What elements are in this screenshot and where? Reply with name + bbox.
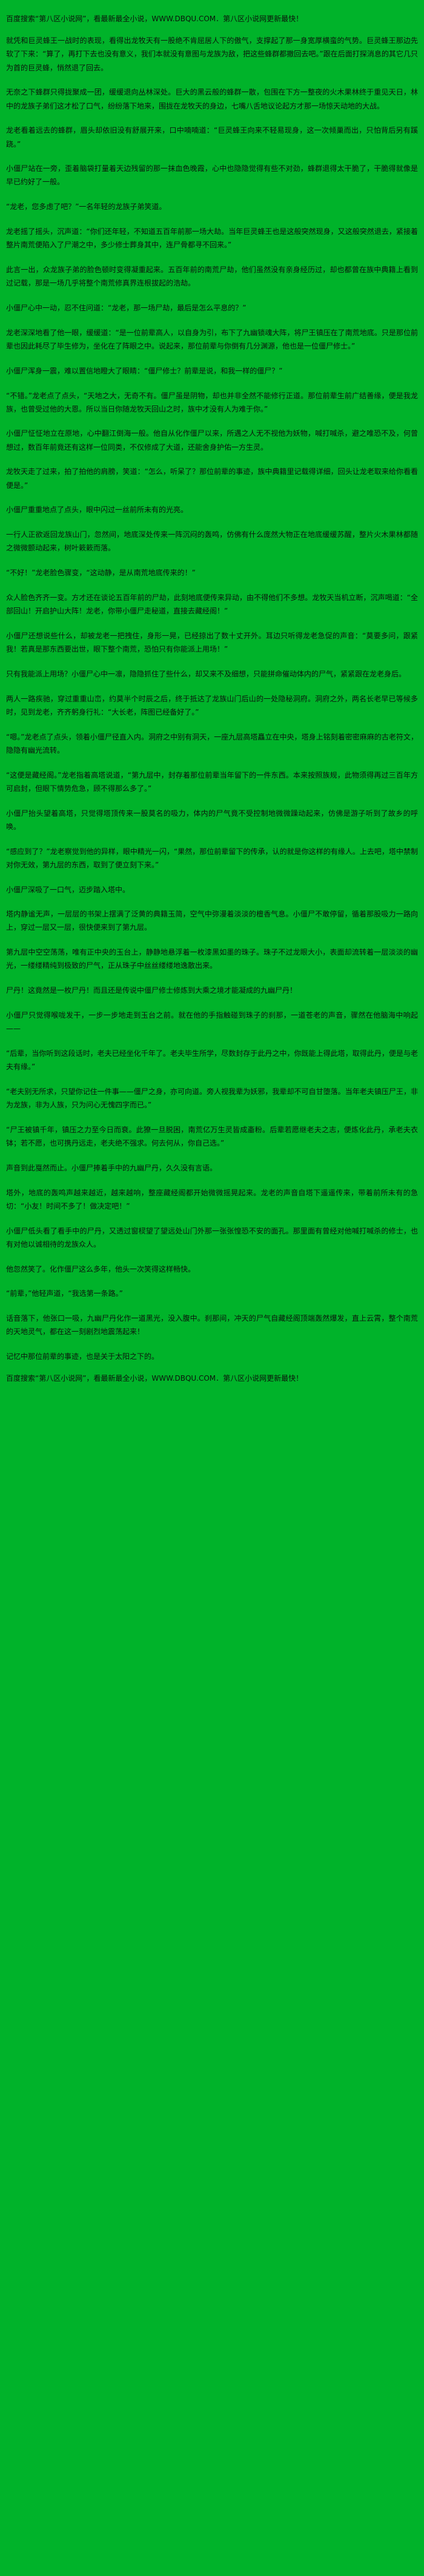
novel-paragraph: “龙老，您多虑了吧？”一名年轻的龙族子弟笑道。 xyxy=(6,202,167,212)
novel-paragraph: “嗯。”龙老点了点头，领着小僵尸径直入内。洞府之中别有洞天，一座九层高塔矗立在中… xyxy=(6,732,418,755)
novel-paragraph: 龙老摇了摇头，沉声道：“你们还年轻，不知道五百年前那一场大劫。当年巨灵蜂王也是这… xyxy=(6,227,418,250)
novel-paragraph: 此言一出，众龙族子弟的脸色顿时变得凝重起来。五百年前的南荒尸劫，他们虽然没有亲身… xyxy=(6,265,418,288)
novel-paragraph: 记忆中那位前辈的事迹，也是关于太阳之下的。 xyxy=(6,1352,159,1361)
novel-paragraph: 声音到此戛然而止。小僵尸捧着手中的九幽尸丹，久久没有言语。 xyxy=(6,1163,217,1172)
novel-paragraph: 两人一路疾驰，穿过重重山峦，约莫半个时辰之后，终于抵达了龙族山门后山的一处隐秘洞… xyxy=(6,694,418,716)
novel-paragraph: “尸王被镇千年，镇压之力至今日而衰。此獠一旦脱困，南荒亿万生灵皆成齑粉。后辈若愿… xyxy=(6,1125,418,1148)
novel-paragraph: “这便是藏经阁。”龙老指着高塔说道，“第九层中，封存着那位前辈当年留下的一件东西… xyxy=(6,770,418,793)
novel-paragraph: 无奈之下蜂群只得拢聚成一团，缓缓退向丛林深处。巨大的黑云般的蜂群一散，包围在下方… xyxy=(6,88,418,110)
novel-paragraph: 小僵尸站在一旁，歪着脑袋打量着天边残留的那一抹血色晚霞，心中也隐隐觉得有些不对劲… xyxy=(6,164,418,187)
novel-paragraph: “不好！”龙老脸色骤变，“这动静，是从南荒地底传来的！” xyxy=(6,569,196,578)
novel-content: 就凭和巨灵蜂王一战时的表现，看得出龙牧天有一股绝不肯屈居人下的傲气，支撑起了那一… xyxy=(6,34,418,1363)
novel-paragraph: 小僵尸还想说些什么，却被龙老一把拽住，身形一晃，已经掠出了数十丈开外。耳边只听得… xyxy=(6,631,418,654)
novel-paragraph: 塔外，地底的轰鸣声越来越近，越来越响，整座藏经阁都开始微微摇晃起来。龙老的声音自… xyxy=(6,1188,418,1210)
novel-paragraph: 龙老深深地看了他一眼，缓缓道：“是一位前辈高人，以自身为引，布下了九幽锁魂大阵，… xyxy=(6,328,418,350)
site-notice-top: 百度搜索“第八区小说网”，看最新最全小说，WWW.DBQU.COM．第八区小说网… xyxy=(6,15,303,23)
site-notice-bottom: 百度搜索“第八区小说网”，看最新最全小说，WWW.DBQU.COM．第八区小说网… xyxy=(6,1374,303,1383)
novel-paragraph: 塔内静谧无声，一层层的书架上摆满了泛黄的典籍玉简，空气中弥漫着淡淡的檀香气息。小… xyxy=(6,910,418,932)
novel-paragraph: 一行人正欲返回龙族山门，忽然间，地底深处传来一阵沉闷的轰鸣，仿佛有什么庞然大物正… xyxy=(6,530,418,553)
novel-paragraph: 小僵尸抬头望着高塔，只觉得塔顶传来一股莫名的吸力，体内的尸气竟不受控制地微微躁动… xyxy=(6,809,418,831)
novel-paragraph: 就凭和巨灵蜂王一战时的表现，看得出龙牧天有一股绝不肯屈居人下的傲气，支撑起了那一… xyxy=(6,36,418,72)
novel-paragraph: 小僵尸低头看了看手中的尸丹，又透过窗棂望了望远处山门外那一张张惶恐不安的面孔。那… xyxy=(6,1226,418,1249)
novel-paragraph: 小僵尸怔怔地立在原地，心中翻江倒海一般。他自从化作僵尸以来，所遇之人无不视他为妖… xyxy=(6,429,418,452)
novel-paragraph: 他忽然笑了。化作僵尸这么多年，他头一次笑得这样畅快。 xyxy=(6,1264,196,1273)
novel-paragraph: “后辈，当你听到这段话时，老夫已经坐化千年了。老夫毕生所学，尽数封存于此丹之中，… xyxy=(6,1049,418,1072)
novel-paragraph: 众人脸色齐齐一变。方才还在谈论五百年前的尸劫，此刻地底便传来异动，由不得他们不多… xyxy=(6,593,418,616)
novel-paragraph: 龙牧天走了过来，拍了拍他的肩膀，笑道：“怎么，听呆了？那位前辈的事迹，族中典籍里… xyxy=(6,467,418,490)
novel-paragraph: “不错。”龙老点了点头，“天地之大，无奇不有。僵尸虽是阴物，却也并非全然不能修行… xyxy=(6,391,418,413)
novel-paragraph: 龙老看着远去的蜂群，眉头却依旧没有舒展开来，口中喃喃道：“巨灵蜂王向来不轻易现身… xyxy=(6,126,418,148)
novel-paragraph: “老夫别无所求，只望你记住一件事——僵尸之身，亦可向道。旁人视我辈为妖邪，我辈却… xyxy=(6,1087,418,1110)
novel-paragraph: 小僵尸心中一动，忍不住问道：“龙老，那一场尸劫，最后是怎么平息的？” xyxy=(6,303,247,312)
novel-paragraph: 小僵尸浑身一震，难以置信地瞪大了眼睛：“僵尸修士？前辈是说，和我一样的僵尸？” xyxy=(6,366,283,375)
novel-paragraph: 小僵尸重重地点了点头，眼中闪过一丝前所未有的光亮。 xyxy=(6,506,188,515)
novel-paragraph: 话音落下，他张口一吸，九幽尸丹化作一道黑光，没入腹中。刹那间，冲天的尸气自藏经阁… xyxy=(6,1314,418,1336)
novel-paragraph: 尸丹！这竟然是一枚尸丹！而且还是传说中僵尸修士修炼到大乘之境才能凝成的九幽尸丹！ xyxy=(6,986,297,995)
novel-paragraph: “前辈，”他轻声道，“我选第一条路。” xyxy=(6,1289,123,1298)
novel-paragraph: 小僵尸深吸了一口气，迈步踏入塔中。 xyxy=(6,885,130,894)
novel-paragraph: 小僵尸只觉得喉咙发干，一步一步地走到玉台之前。就在他的手指触碰到珠子的刹那，一道… xyxy=(6,1011,418,1033)
novel-paragraph: 只有我能派上用场？小僵尸心中一凛，隐隐抓住了些什么，却又来不及细想，只能拼命催动… xyxy=(6,669,406,678)
novel-paragraph: “感应到了？”龙老察觉到他的异样，眼中精光一闪，“果然，那位前辈留下的传承，认的… xyxy=(6,847,418,869)
novel-paragraph: 第九层中空空荡荡，唯有正中央的玉台上，静静地悬浮着一枚漆黑如墨的珠子。珠子不过龙… xyxy=(6,948,418,970)
